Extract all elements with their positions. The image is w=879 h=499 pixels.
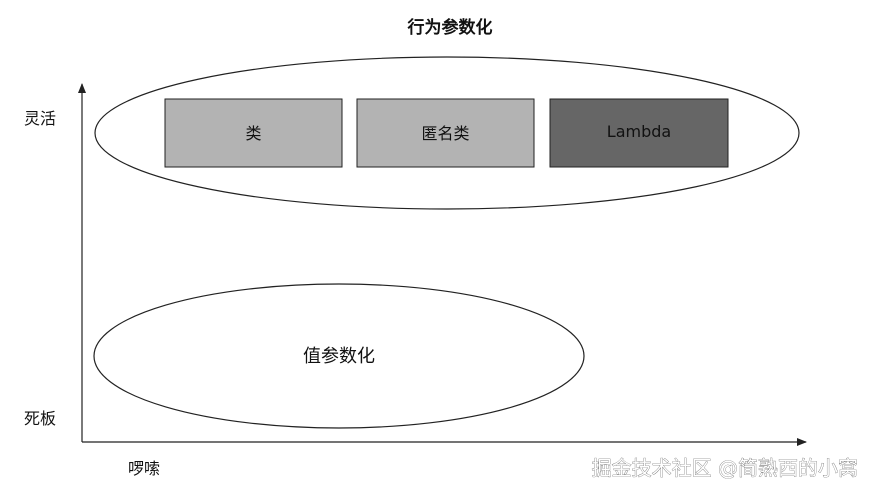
x-axis-left-label: 啰嗦 (128, 459, 160, 478)
value-parameterization-label: 值参数化 (303, 346, 375, 367)
anonymous-class-box-label: 匿名类 (421, 124, 469, 143)
value-parameterization-ellipse (93, 283, 585, 429)
y-axis-top-label: 灵活 (24, 109, 56, 128)
class-box: 类 (164, 98, 343, 168)
anonymous-class-box: 匿名类 (356, 98, 535, 168)
behavior-parameterization-ellipse (94, 56, 800, 210)
lambda-box-label: Lambda (607, 122, 671, 141)
watermark-text: 掘金技术社区 @简熟西的小窝 (592, 456, 858, 480)
y-axis-bottom-label: 死板 (24, 409, 56, 428)
diagram-title: 行为参数化 (407, 17, 493, 38)
lambda-box: Lambda (549, 98, 729, 168)
class-box-label: 类 (245, 124, 261, 143)
